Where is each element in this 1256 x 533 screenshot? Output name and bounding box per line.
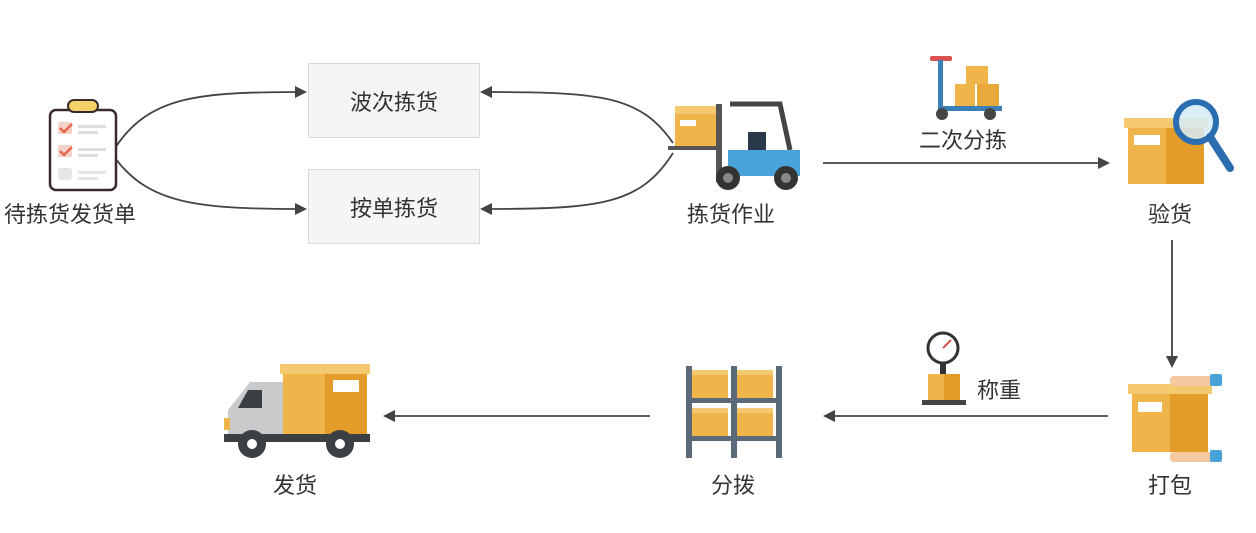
picking-label: 拣货作业 — [687, 203, 776, 228]
order-pick-label: 按单拣货 — [349, 196, 438, 222]
magnifier-box-icon — [1124, 99, 1234, 184]
scale-icon — [922, 331, 966, 405]
shelf-icon — [686, 366, 782, 458]
order-sheet-label: 待拣货发货单 — [4, 203, 137, 228]
forklift-icon — [668, 101, 800, 190]
arrow-sheet-to-wave — [114, 86, 307, 149]
hand-truck-icon — [930, 56, 1002, 120]
package-icon — [1128, 374, 1222, 462]
ship-label: 发货 — [273, 474, 318, 499]
second-sort-label: 二次分拣 — [919, 129, 1008, 154]
distribute-label: 分拨 — [711, 474, 756, 499]
arrow-picking-to-order — [480, 152, 674, 215]
arrow-picking-to-wave — [480, 86, 674, 144]
clipboard-icon — [48, 99, 118, 192]
wave-pick-label: 波次拣货 — [349, 90, 438, 116]
inspect-label: 验货 — [1148, 203, 1193, 228]
arrow-sheet-to-order — [114, 157, 307, 215]
pack-label: 打包 — [1148, 474, 1193, 499]
truck-icon — [224, 364, 370, 458]
wave-pick-box: 波次拣货 — [308, 63, 480, 138]
weigh-label: 称重 — [977, 379, 1022, 404]
order-pick-box: 按单拣货 — [308, 169, 480, 244]
